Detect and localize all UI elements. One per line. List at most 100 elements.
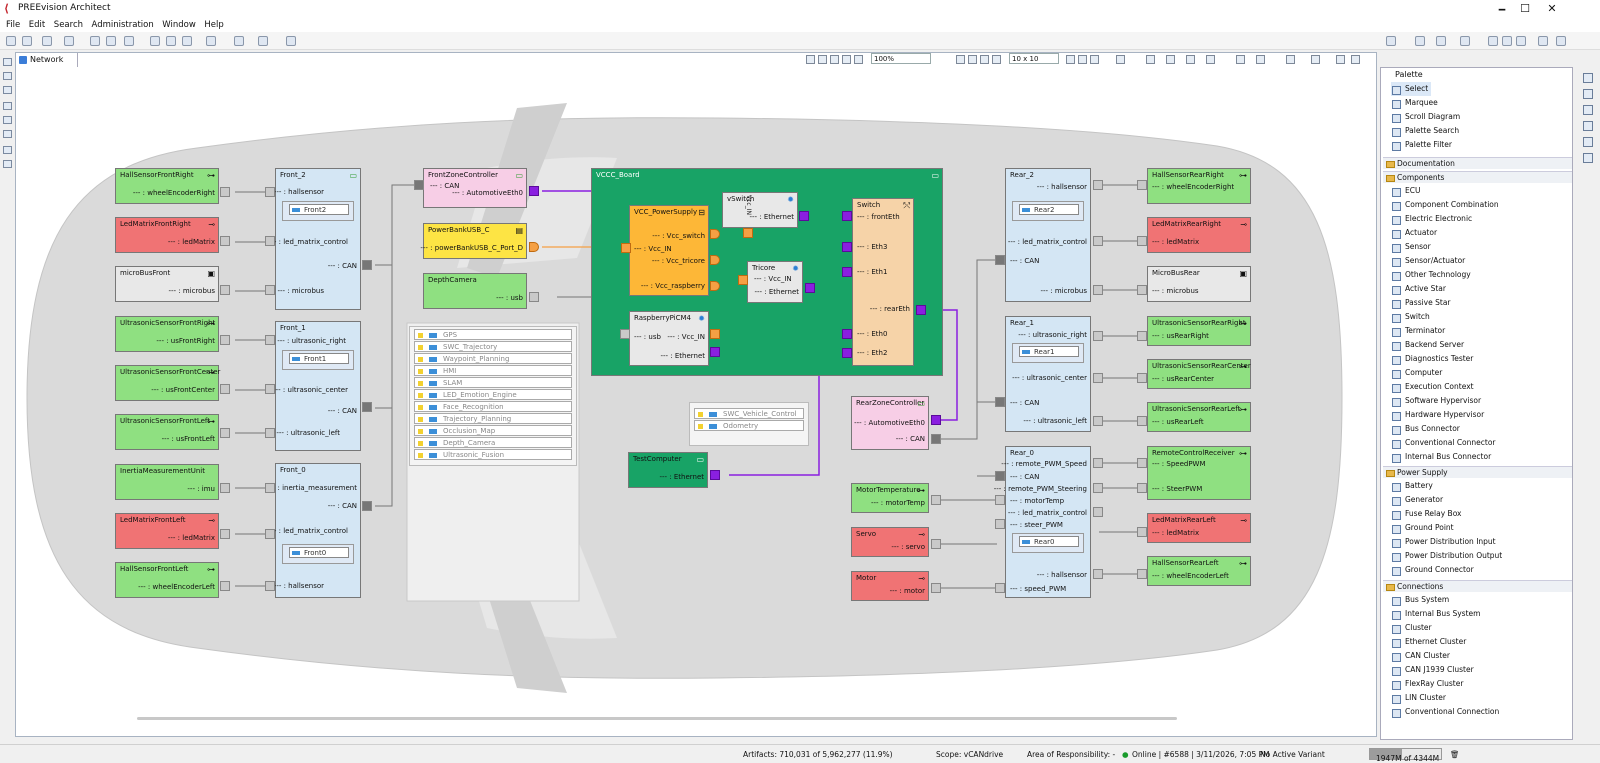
port[interactable] [1093,236,1103,246]
port[interactable] [1093,373,1103,383]
port[interactable] [265,187,275,197]
heap-memory[interactable]: 1947M of 4344M [1369,748,1442,763]
delta-icon[interactable] [1583,137,1593,147]
tricore[interactable]: Tricore ✹ --- : Vcc_IN --- : Ethernet [747,261,803,303]
port[interactable] [931,495,941,505]
palette-item[interactable]: Sensor/Actuator [1391,254,1465,268]
port[interactable] [1137,458,1147,468]
hall-sensor-front-left[interactable]: HallSensorFrontLeft ⊶ --- : wheelEncoder… [115,562,219,598]
power-port[interactable] [738,275,748,285]
port[interactable] [1093,180,1103,190]
warning-icon[interactable] [1583,153,1593,163]
palette-item[interactable]: Switch [1391,310,1430,324]
palette-item[interactable]: Cluster [1391,621,1432,635]
port[interactable] [931,539,941,549]
palette-item[interactable]: Bus Connector [1391,422,1460,436]
nav-forward-icon[interactable] [1460,36,1470,46]
port[interactable] [220,581,230,591]
palette-section-power-supply[interactable]: Power Supply [1383,466,1572,478]
palette-item[interactable]: LIN Cluster [1391,691,1446,705]
align-left-icon[interactable] [1066,55,1075,64]
palette-item[interactable]: FlexRay Cluster [1391,677,1463,691]
ecu-front-2[interactable]: Front_2 ▭ --- : hallsensor Front2 --- : … [269,168,361,310]
port[interactable] [220,529,230,539]
palette-item[interactable]: Computer [1391,366,1442,380]
highlight-icon[interactable] [206,36,216,46]
port[interactable] [995,583,1005,593]
power-port[interactable] [710,281,720,291]
port[interactable] [1137,569,1147,579]
execution-context[interactable]: Front2 [282,201,354,221]
properties-icon[interactable] [1583,73,1593,83]
ecu-front-0[interactable]: Front_0 --- : inertia_measurement --- : … [268,463,361,598]
snap-icon[interactable] [968,55,977,64]
port[interactable] [1093,416,1103,426]
menu-search[interactable]: Search [53,20,83,30]
port[interactable] [1137,236,1147,246]
execution-context[interactable]: Front1 [282,350,354,370]
layer-icon[interactable] [1206,55,1215,64]
port[interactable] [995,495,1005,505]
swc-ultrasonic-fusion[interactable]: Ultrasonic_Fusion [414,449,572,460]
palette-item[interactable]: CAN J1939 Cluster [1391,663,1474,677]
port[interactable] [1093,483,1103,493]
palette-item[interactable]: Active Star [1391,282,1446,296]
port[interactable] [265,428,275,438]
power-port[interactable] [621,243,631,253]
palette-item[interactable]: Battery [1391,479,1433,493]
layout-icon[interactable] [166,36,176,46]
ethernet-port[interactable] [842,267,852,277]
palette-item[interactable]: Actuator [1391,226,1437,240]
execution-context[interactable]: Front0 [282,544,354,564]
swc-slam[interactable]: SLAM [414,377,572,388]
zoom-select[interactable]: 100% [871,53,931,64]
minimize-button[interactable]: 🗕 [1498,2,1506,15]
can-port[interactable] [414,180,424,190]
distribute-icon[interactable] [1116,55,1125,64]
swc-waypoint-planning[interactable]: Waypoint_Planning [414,353,572,364]
execution-context[interactable]: Rear1 [1012,343,1084,363]
palette-scroll-diagram[interactable]: Scroll Diagram [1391,110,1460,124]
variant-status[interactable]: No Active Variant [1260,750,1325,759]
port[interactable] [1093,569,1103,579]
search-icon[interactable] [1386,36,1396,46]
edit-icon[interactable] [150,36,160,46]
info-icon[interactable] [1583,121,1593,131]
trim-icon-1[interactable] [3,58,12,66]
port[interactable] [1137,527,1147,537]
grid-size-select[interactable]: 10 x 10 [1009,53,1059,64]
redo-icon[interactable] [64,36,74,46]
preevision-icon[interactable] [1502,36,1512,46]
palette-item[interactable]: Diagnostics Tester [1391,352,1473,366]
swc-led-emotion-engine[interactable]: LED_Emotion_Engine [414,389,572,400]
palette-item[interactable]: Ground Connector [1391,563,1474,577]
palette-marquee[interactable]: Marquee [1391,96,1438,110]
port[interactable] [1137,373,1147,383]
ethernet-port[interactable] [805,283,815,293]
power-bank-usb-c[interactable]: PowerBankUSB_C ▤ --- : powerBankUSB_C_Po… [420,223,527,259]
route-icon[interactable] [1166,55,1175,64]
remote-control-receiver[interactable]: RemoteControlReceiver ⊶ --- : SpeedPWM -… [1147,446,1251,500]
palette-item[interactable]: Power Distribution Output [1391,549,1502,563]
zoom-in-icon[interactable] [842,55,851,64]
port[interactable] [1137,285,1147,295]
palette-item[interactable]: Backend Server [1391,338,1464,352]
can-port[interactable] [995,471,1005,481]
port[interactable] [1093,458,1103,468]
port[interactable] [265,285,275,295]
ecu-rear-1[interactable]: Rear_1 --- : ultrasonic_right Rear1 --- … [1005,316,1091,432]
model-view-icon[interactable] [1583,105,1593,115]
ultrasonic-rear-right[interactable]: UltrasonicSensorRearRight ⊶ --- : usRear… [1147,316,1251,346]
test-computer[interactable]: TestComputer ▭ --- : Ethernet [628,452,708,488]
palette-item[interactable]: Fuse Relay Box [1391,507,1462,521]
swc-hmi[interactable]: HMI [414,365,572,376]
can-port[interactable] [995,255,1005,265]
palette-item[interactable]: Software Hypervisor [1391,394,1481,408]
depth-camera[interactable]: DepthCamera --- : usb [423,273,527,309]
ecu-rear-0[interactable]: Rear_0 --- : remote_PWM_Speed --- : CAN … [994,446,1091,598]
forward-icon[interactable] [258,36,268,46]
trim-icon-7[interactable] [3,146,12,154]
perspective-icon[interactable] [1488,36,1498,46]
led-matrix-rear-left[interactable]: LedMatrixRearLeft ⊸ --- : ledMatrix [1147,513,1251,543]
rear-zone-controller[interactable]: RearZoneController ▭ --- : AutomotiveEth… [851,396,929,450]
